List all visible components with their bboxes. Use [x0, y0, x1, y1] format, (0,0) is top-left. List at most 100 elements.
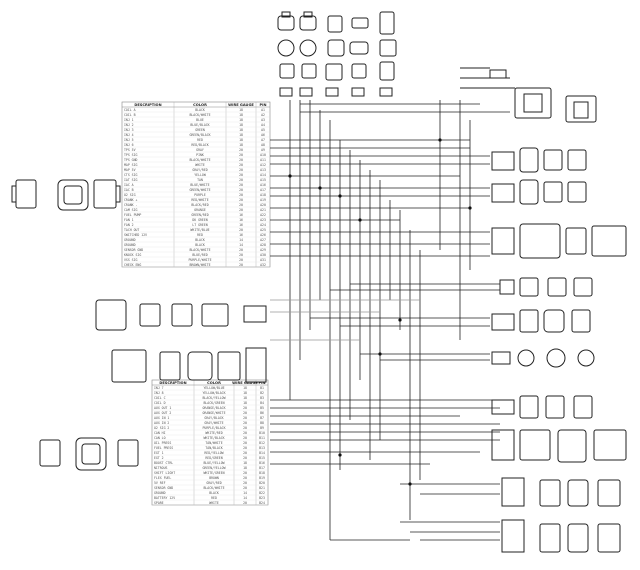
table-cell: KNOCK SIG [124, 253, 141, 257]
table-cell: AUX OUT 1 [154, 406, 171, 410]
wire-harness [270, 100, 510, 541]
table-cell: 20 [239, 173, 243, 177]
table-cell: B13 [259, 446, 265, 450]
table-cell: RED [197, 138, 203, 142]
table-cell: RED/BLACK [191, 143, 208, 147]
table-cell: B18 [259, 471, 265, 475]
table-cell: TAN/WHITE [205, 441, 222, 445]
table-cell: A11 [260, 158, 266, 162]
table-cell: RED [197, 233, 203, 237]
table-cell: CRANK - [124, 203, 138, 207]
table-cell: CHECK ENG [124, 263, 141, 267]
table-cell: TPS 5V [124, 148, 136, 152]
table-cell: A4 [261, 123, 265, 127]
table-cell: EGT 2 [154, 456, 164, 460]
table-cell: BLUE/RED [192, 253, 207, 257]
table-cell: 18 [239, 123, 243, 127]
table-cell: 20 [243, 451, 247, 455]
table-cell: 20 [239, 203, 243, 207]
table-cell: B23 [259, 496, 265, 500]
table-cell: FUEL PRESS [154, 446, 173, 450]
table-cell: MAP SIG [124, 163, 138, 167]
table-cell: 20 [239, 208, 243, 212]
table-cell: B5 [260, 406, 264, 410]
table-cell: 18 [243, 391, 247, 395]
table-cell: A5 [261, 128, 265, 132]
table-cell: WHITE [195, 163, 205, 167]
table-cell: 20 [239, 168, 243, 172]
table-cell: A2 [261, 113, 265, 117]
table-cell: 18 [239, 128, 243, 132]
splice-points [288, 138, 472, 486]
table-cell: 20 [243, 416, 247, 420]
table-cell: B2 [260, 391, 264, 395]
table-cell: INJ 3 [124, 128, 134, 132]
table-cell: INJ 1 [124, 118, 134, 122]
table-cell: BOOST CTRL [154, 461, 173, 465]
table-cell: 20 [243, 456, 247, 460]
table-cell: 20 [239, 183, 243, 187]
table-cell: BLACK [195, 238, 205, 242]
table-cell: FAN 1 [124, 218, 134, 222]
table-cell: A24 [260, 223, 266, 227]
table-cell: A29 [260, 248, 266, 252]
table-cell: INJ 6 [124, 143, 134, 147]
table-cell: A30 [260, 253, 266, 257]
table-cell: PURPLE [194, 193, 206, 197]
table-header-cell: DESCRIPTION [159, 381, 186, 385]
table-header-cell: COLOR [207, 381, 221, 385]
table-cell: 14 [239, 238, 243, 242]
table-cell: B10 [259, 431, 265, 435]
table-cell: B21 [259, 486, 265, 490]
table-cell: 20 [239, 158, 243, 162]
table-cell: WHITE [209, 501, 219, 505]
table-cell: A32 [260, 263, 266, 267]
table-cell: GROUND [154, 491, 166, 495]
table-cell: A19 [260, 198, 266, 202]
table-cell: 20 [243, 411, 247, 415]
table-cell: PURPLE/BLACK [202, 426, 225, 430]
table-cell: A17 [260, 188, 266, 192]
table-cell: 16 [239, 213, 243, 217]
table-cell: A9 [261, 148, 265, 152]
table-cell: GREEN/WHITE [189, 188, 210, 192]
table-cell: DK GREEN [192, 218, 207, 222]
table-cell: 16 [239, 233, 243, 237]
table-cell: 18 [239, 143, 243, 147]
right-connectors [491, 147, 627, 553]
table-cell: BLUE/WHITE [190, 183, 209, 187]
table-cell: GRAY/WHITE [204, 421, 223, 425]
table-cell: 14 [243, 491, 247, 495]
table-cell: ORANGE/WHITE [202, 411, 225, 415]
table-cell: BLACK/YELLOW [202, 396, 225, 400]
table-cell: GREEN/YELLOW [202, 466, 225, 470]
table-cell: INJ 5 [124, 138, 134, 142]
table-cell: ORANGE/BLACK [202, 406, 225, 410]
table-cell: 18 [243, 396, 247, 400]
table-cell: BLUE/BLACK [190, 123, 209, 127]
table-header-cell: COLOR [193, 103, 207, 107]
table-cell: GROUND [124, 243, 136, 247]
table-cell: A16 [260, 183, 266, 187]
table-cell: CAM SIG [124, 208, 138, 212]
table-cell: 20 [239, 198, 243, 202]
table-cell: YELLOW [194, 173, 206, 177]
table-header-cell: DESCRIPTION [134, 103, 161, 107]
table-cell: 18 [239, 118, 243, 122]
table-cell: 20 [243, 481, 247, 485]
table-header-cell: PIN [259, 381, 266, 385]
table-cell: 18 [243, 466, 247, 470]
table-cell: A10 [260, 153, 266, 157]
table-cell: 18 [239, 108, 243, 112]
table-cell: BLUE [196, 118, 204, 122]
table-cell: O2 SIG 2 [154, 426, 169, 430]
table-cell: CRANK + [124, 198, 138, 202]
table-cell: 20 [243, 476, 247, 480]
table-cell: 20 [239, 258, 243, 262]
table-cell: A25 [260, 228, 266, 232]
table-cell: B19 [259, 476, 265, 480]
table-cell: YELLOW/BLUE [203, 386, 224, 390]
table-cell: 20 [239, 228, 243, 232]
table-cell: 20 [243, 406, 247, 410]
table-cell: AUX OUT 2 [154, 411, 171, 415]
